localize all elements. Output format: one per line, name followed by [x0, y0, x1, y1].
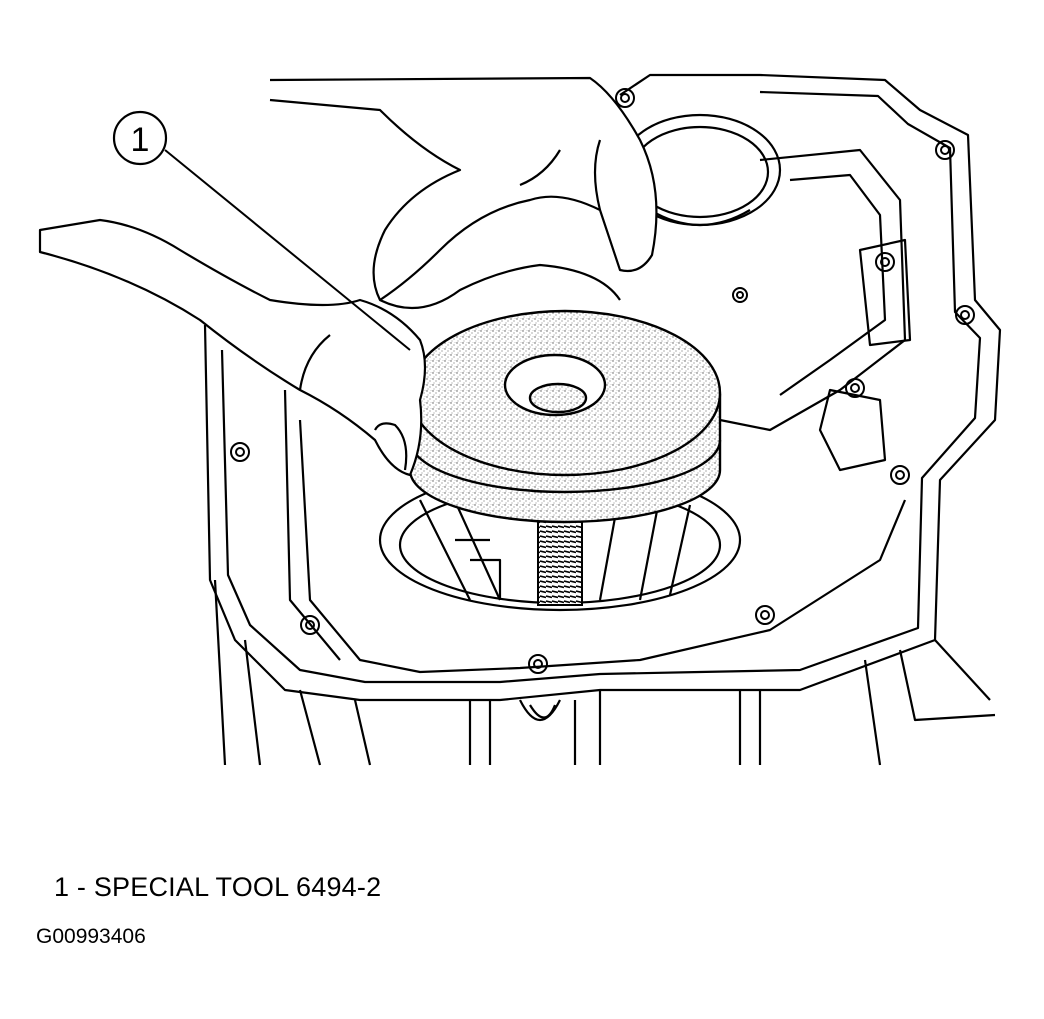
legend-label: SPECIAL TOOL 6494-2 — [93, 872, 382, 902]
transmission-case — [203, 73, 1002, 766]
tool-installation-illustration: 1 — [38, 73, 1002, 766]
legend-number: 1 — [54, 872, 70, 902]
figure-code: G00993406 — [36, 925, 146, 948]
legend-separator: - — [76, 872, 87, 902]
technician-hands — [38, 76, 658, 477]
special-tool-disc — [408, 309, 722, 524]
callout-number: 1 — [131, 121, 150, 159]
callout-1: 1 — [112, 110, 411, 351]
legend-entry: 1 - SPECIAL TOOL 6494-2 — [54, 872, 381, 903]
